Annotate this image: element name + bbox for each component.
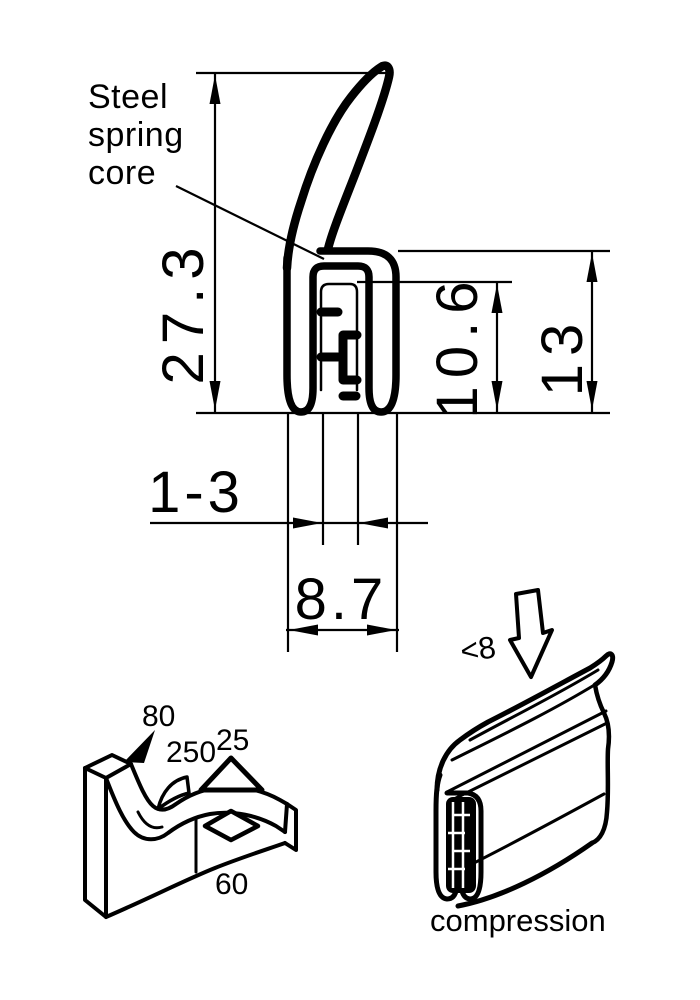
seal3d-surface-lines <box>445 668 609 872</box>
callout-line-1: Steel <box>88 78 168 116</box>
grip-teeth <box>316 307 362 401</box>
arrow-1-3-left <box>293 517 322 529</box>
arrow-27-3-down <box>209 381 221 410</box>
compression-caption: compression <box>430 903 606 938</box>
arrow-13-up <box>586 253 598 282</box>
dim-label-body-width: 8.7 <box>295 567 388 632</box>
bend-radius-bottom-label: 60 <box>215 868 248 901</box>
strip-bottom-edge <box>104 841 287 919</box>
dim-label-clamp-range: 1-3 <box>148 460 244 525</box>
callout-line-2: spring <box>88 116 184 154</box>
seal3d-front-right-wall <box>444 790 484 902</box>
arrow-27-3-up <box>209 75 221 104</box>
arrow-10-6-down <box>491 381 503 410</box>
strip-dip-arc <box>136 810 164 830</box>
bend-arrow-80-icon <box>124 730 155 763</box>
seal3d-line-5 <box>458 792 606 872</box>
compression-down-arrow-icon <box>508 588 554 679</box>
strip-near-edge <box>104 776 287 842</box>
compression-figure: <8 <box>430 588 616 938</box>
callout-line-3: core <box>88 154 156 192</box>
tooth-right-pair <box>338 330 362 385</box>
seal-cross-section <box>282 61 400 416</box>
slab-front-face <box>83 766 108 919</box>
seal3d-top-ridge <box>434 651 616 793</box>
dim-label-inner-height: 10.6 <box>425 274 490 419</box>
seal-lip-outline <box>282 61 394 273</box>
bend-radius-top-label: 80 <box>142 700 175 733</box>
seal3d-right-side <box>589 682 612 846</box>
bend-arrow-250-icon <box>156 775 191 811</box>
compression-value-label: <8 <box>458 629 498 669</box>
steel-core-outline <box>319 282 359 392</box>
arrow-13-down <box>586 381 598 410</box>
seal3d-line-2 <box>450 682 598 762</box>
arrow-8-7-left <box>289 624 318 636</box>
bend-arrow-25-icon <box>198 755 265 793</box>
seal3d-front-left-wall <box>433 772 460 902</box>
labels: Steel spring core 27.3 10.6 13 1-3 8.7 <box>88 78 595 632</box>
bend-radii-figure: 80 250 25 60 <box>83 700 298 919</box>
bend-arrow-60-icon <box>202 808 261 843</box>
seal3d-teeth-pattern <box>448 802 470 888</box>
bend-radius-up-label: 25 <box>216 724 249 757</box>
seal3d-line-4 <box>448 721 609 803</box>
seal3d-channel-fill <box>446 797 476 893</box>
seal3d-line-1 <box>468 668 600 742</box>
arrow-8-7-right <box>367 624 396 636</box>
arrow-1-3-right <box>359 517 388 529</box>
callout-leader-line <box>175 185 325 260</box>
bend-radius-mid-label: 250 <box>166 736 216 769</box>
dimension-arrows <box>209 75 598 636</box>
dim-label-overall-height: 27.3 <box>151 240 216 385</box>
dim-label-body-height: 13 <box>530 316 595 397</box>
strip-end-cap <box>283 802 298 852</box>
seal3d-line-3 <box>445 709 608 794</box>
seal-body-outline <box>283 247 400 416</box>
slab-top-face <box>83 753 133 780</box>
arrow-10-6-up <box>491 284 503 313</box>
bend-strip-sketch <box>83 753 298 919</box>
seal3d-bottom-edge <box>455 840 595 909</box>
seal-3d-sketch <box>433 651 616 909</box>
